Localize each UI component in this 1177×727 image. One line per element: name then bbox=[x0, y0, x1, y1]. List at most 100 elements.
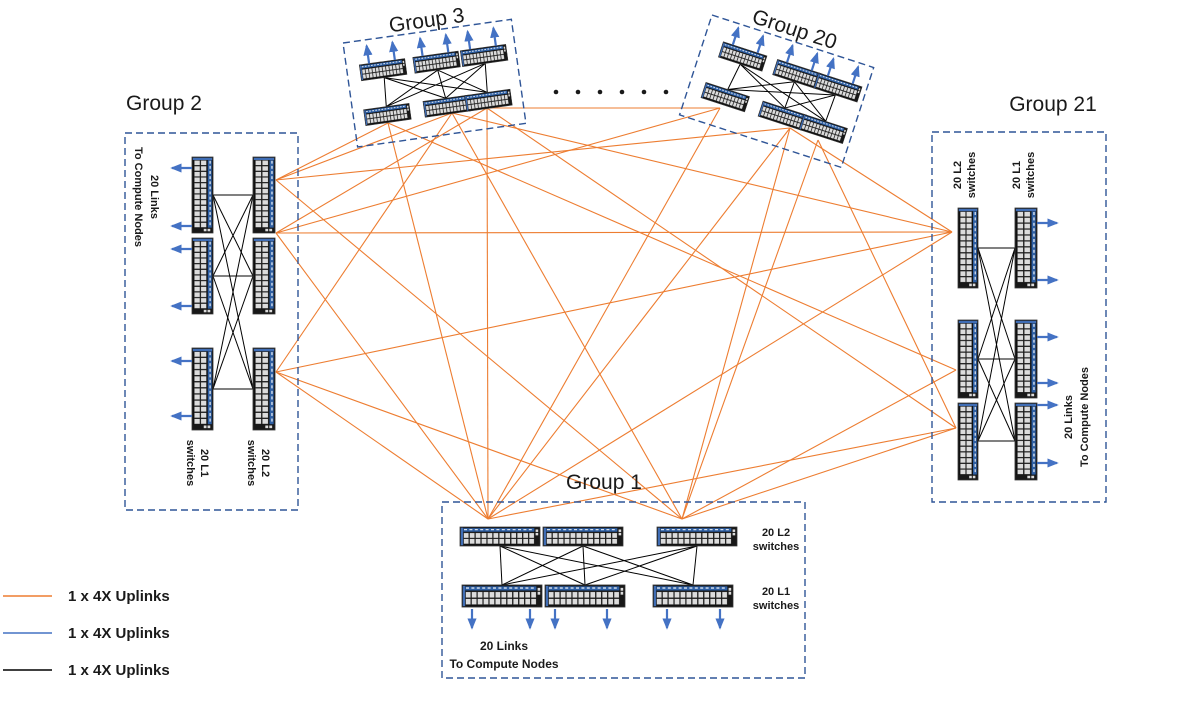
switch-band-tick bbox=[808, 117, 811, 120]
switch-port bbox=[370, 118, 374, 124]
switch-end-port bbox=[972, 475, 976, 479]
switch-port bbox=[261, 297, 269, 304]
switch-band-tick bbox=[742, 96, 745, 98]
inter-group-link bbox=[275, 112, 453, 373]
switch-port bbox=[200, 363, 207, 370]
switch-port bbox=[599, 538, 606, 545]
switch-port bbox=[261, 275, 269, 281]
switch-port bbox=[194, 165, 201, 172]
switch-port bbox=[1023, 440, 1031, 446]
switch-band-tick bbox=[974, 334, 976, 338]
switch-port bbox=[784, 113, 790, 119]
switch-band-tick bbox=[974, 453, 976, 457]
switch-band-tick bbox=[700, 587, 704, 589]
switch-port bbox=[200, 412, 207, 419]
switch-band-tick bbox=[271, 160, 273, 164]
inter-group-link bbox=[486, 107, 489, 520]
switch-port bbox=[466, 54, 471, 60]
switch-port bbox=[746, 60, 752, 66]
switch-band-tick bbox=[719, 88, 721, 91]
switch-port bbox=[255, 412, 262, 419]
inter-group-link bbox=[681, 139, 819, 520]
switch-end-port bbox=[763, 57, 766, 60]
switch-port bbox=[773, 115, 778, 121]
switch-port bbox=[462, 54, 467, 60]
switch-port bbox=[796, 122, 801, 128]
switch-port bbox=[768, 108, 773, 114]
switch-band-tick bbox=[673, 587, 677, 589]
switch-port bbox=[966, 440, 973, 446]
switch-port bbox=[530, 598, 537, 605]
switch-band-tick bbox=[715, 528, 718, 531]
switch-band-tick bbox=[366, 110, 368, 113]
switch-band-tick bbox=[402, 105, 405, 107]
switch-band-tick bbox=[1033, 448, 1035, 452]
switch-port bbox=[261, 269, 269, 275]
switch-end-port bbox=[969, 283, 972, 287]
switch-port bbox=[719, 97, 725, 103]
switch-port bbox=[477, 98, 482, 104]
switch-band-tick bbox=[399, 106, 402, 108]
switch-side-stripe bbox=[1015, 320, 1037, 324]
switch-port bbox=[194, 369, 201, 376]
switch-port bbox=[739, 103, 744, 110]
switch-port bbox=[435, 58, 440, 64]
switch-port bbox=[200, 400, 207, 406]
switch-band-tick bbox=[442, 54, 445, 56]
switch-port bbox=[453, 106, 458, 112]
switch-port bbox=[438, 58, 443, 64]
switch-band-tick bbox=[487, 587, 491, 589]
switch-l1 bbox=[1014, 319, 1038, 399]
switch-end-cap bbox=[617, 527, 623, 546]
switch-port bbox=[530, 591, 537, 599]
switch-side-stripe bbox=[718, 42, 725, 57]
switch-band-tick bbox=[209, 196, 211, 200]
switch-port bbox=[713, 95, 718, 101]
switch-port bbox=[1023, 229, 1031, 235]
switch-band-tick bbox=[974, 381, 976, 385]
switch-port bbox=[1023, 352, 1031, 358]
switch-band-tick bbox=[724, 90, 727, 92]
switch-band-tick bbox=[1033, 412, 1035, 415]
switch-port bbox=[194, 394, 201, 400]
switch-port bbox=[959, 352, 966, 358]
switch-port bbox=[194, 199, 201, 206]
switch-port bbox=[966, 223, 973, 229]
switch-port bbox=[959, 434, 966, 441]
switch-band-tick bbox=[547, 528, 550, 531]
group-1-label-line: 20 Links bbox=[480, 639, 528, 653]
switch-port bbox=[783, 118, 788, 124]
switch-port bbox=[200, 246, 207, 253]
switch-end-cap bbox=[192, 228, 213, 233]
switch-band-tick bbox=[469, 528, 473, 531]
switch-band-tick bbox=[793, 112, 796, 115]
switch-port bbox=[489, 50, 494, 57]
switch-port bbox=[496, 50, 501, 56]
inter-group-link bbox=[451, 112, 953, 233]
switch-port bbox=[490, 55, 495, 61]
compute-link-arrow bbox=[490, 26, 500, 46]
switch-port bbox=[776, 64, 781, 70]
switch-port bbox=[566, 591, 572, 599]
switch-end-cap bbox=[253, 309, 275, 314]
switch-band-tick bbox=[485, 528, 489, 531]
switch-band-tick bbox=[725, 528, 729, 531]
switch-port bbox=[840, 85, 845, 91]
switch-port bbox=[261, 280, 269, 287]
switch-port bbox=[966, 446, 973, 452]
switch-port bbox=[753, 62, 758, 68]
switch-port bbox=[493, 532, 499, 539]
switch-port bbox=[475, 532, 481, 539]
switch-port bbox=[455, 101, 460, 107]
switch-port bbox=[436, 108, 441, 115]
switch-port bbox=[1023, 247, 1031, 253]
switch-port bbox=[493, 55, 498, 61]
switch-port bbox=[255, 351, 262, 358]
switch-port bbox=[399, 109, 404, 115]
switch-port bbox=[479, 52, 484, 58]
switch-port bbox=[255, 275, 262, 281]
switch-port bbox=[605, 538, 612, 545]
switch-port bbox=[194, 381, 201, 388]
